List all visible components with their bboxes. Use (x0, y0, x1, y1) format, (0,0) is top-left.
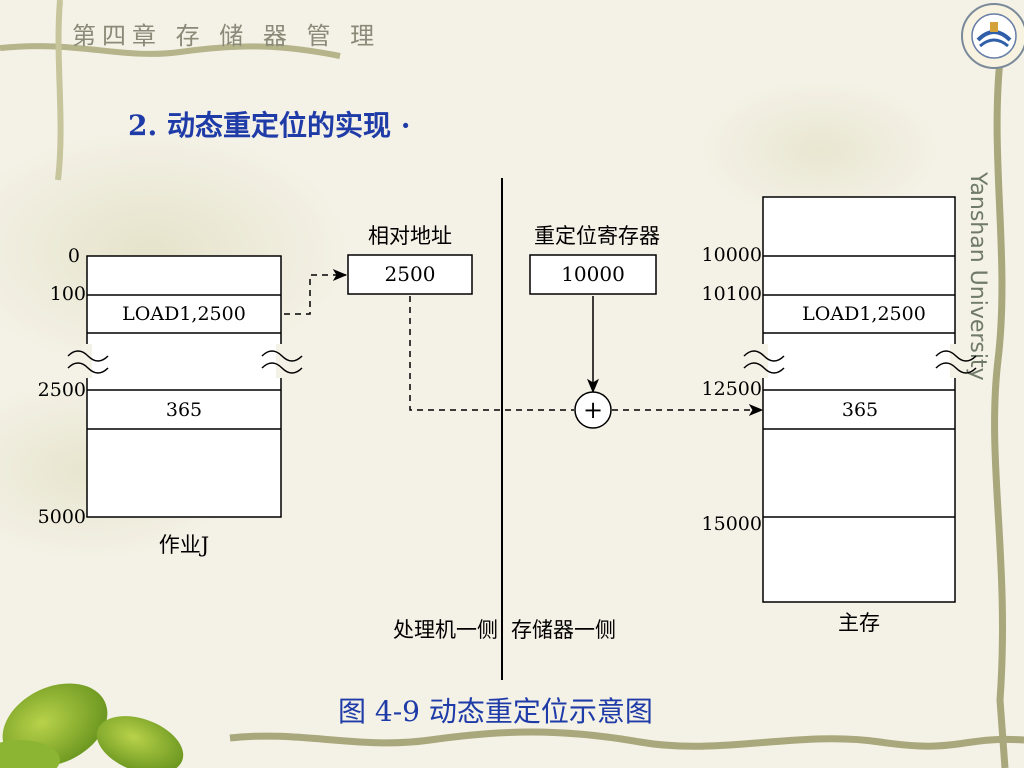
break-gap (276, 344, 286, 378)
break-gap (82, 344, 92, 378)
vine-right (991, 59, 1009, 768)
break-mark (935, 350, 977, 362)
job-cell-data: 365 (166, 399, 202, 421)
break-mark (261, 350, 303, 362)
break-mark (935, 362, 977, 374)
break-mark (67, 350, 109, 362)
memory-cell-data: 365 (842, 399, 878, 421)
figure-caption: 图 4-9 动态重定位示意图 (338, 695, 653, 728)
break-mark (743, 350, 785, 362)
memory-cell-instruction: LOAD1,2500 (802, 303, 926, 325)
memory-block-frame (762, 196, 956, 603)
relocation-register-label: 重定位寄存器 (534, 224, 660, 248)
adder-circle (574, 391, 612, 429)
memory-address-label: 10000 (702, 244, 762, 266)
processor-side-label: 处理机一侧 (393, 618, 498, 642)
job-address-label: 100 (50, 283, 86, 305)
relative-address-value: 2500 (385, 262, 436, 286)
break-mark (67, 362, 109, 374)
job-block-frame (86, 255, 282, 518)
memory-caption: 主存 (838, 611, 880, 635)
university-logo (961, 3, 1024, 69)
memory-side-label: 存储器一侧 (511, 618, 616, 642)
vine-left (55, 0, 64, 181)
vine-bottom (229, 728, 1024, 750)
break-mark (743, 362, 785, 374)
adder-symbol: + (583, 396, 603, 424)
job-block: 0 100 2500 5000 LOAD1,2500 365 作业J (38, 245, 303, 557)
memory-block: 10000 10100 12500 15000 LOAD1,2500 365 主… (702, 196, 977, 635)
break-mark (261, 362, 303, 374)
job-address-label: 5000 (38, 506, 86, 528)
section-heading: 2. 动态重定位的实现 · (128, 109, 411, 142)
relative-address-box (347, 254, 473, 295)
relocation-register-value: 10000 (561, 262, 625, 286)
memory-address-label: 10100 (702, 283, 762, 305)
dashed-arrow-to-relative-address (284, 269, 348, 315)
memory-address-label: 15000 (702, 513, 762, 535)
job-address-label: 0 (68, 245, 80, 267)
job-caption: 作业J (159, 533, 209, 557)
dashed-line-to-adder (409, 296, 574, 411)
vine-top (0, 43, 341, 59)
relocation-register-box (529, 254, 657, 295)
memory-address-label: 12500 (702, 378, 762, 400)
green-leaf (0, 740, 60, 768)
relative-address-label: 相对地址 (368, 224, 452, 248)
break-gap (758, 344, 768, 378)
job-cell-instruction: LOAD1,2500 (122, 303, 246, 325)
green-leaf (96, 716, 184, 768)
break-gap (950, 344, 960, 378)
job-address-label: 2500 (38, 379, 86, 401)
faded-leaf-shape (700, 80, 940, 220)
chapter-title: 第四章 存 储 器 管 理 (72, 22, 381, 50)
